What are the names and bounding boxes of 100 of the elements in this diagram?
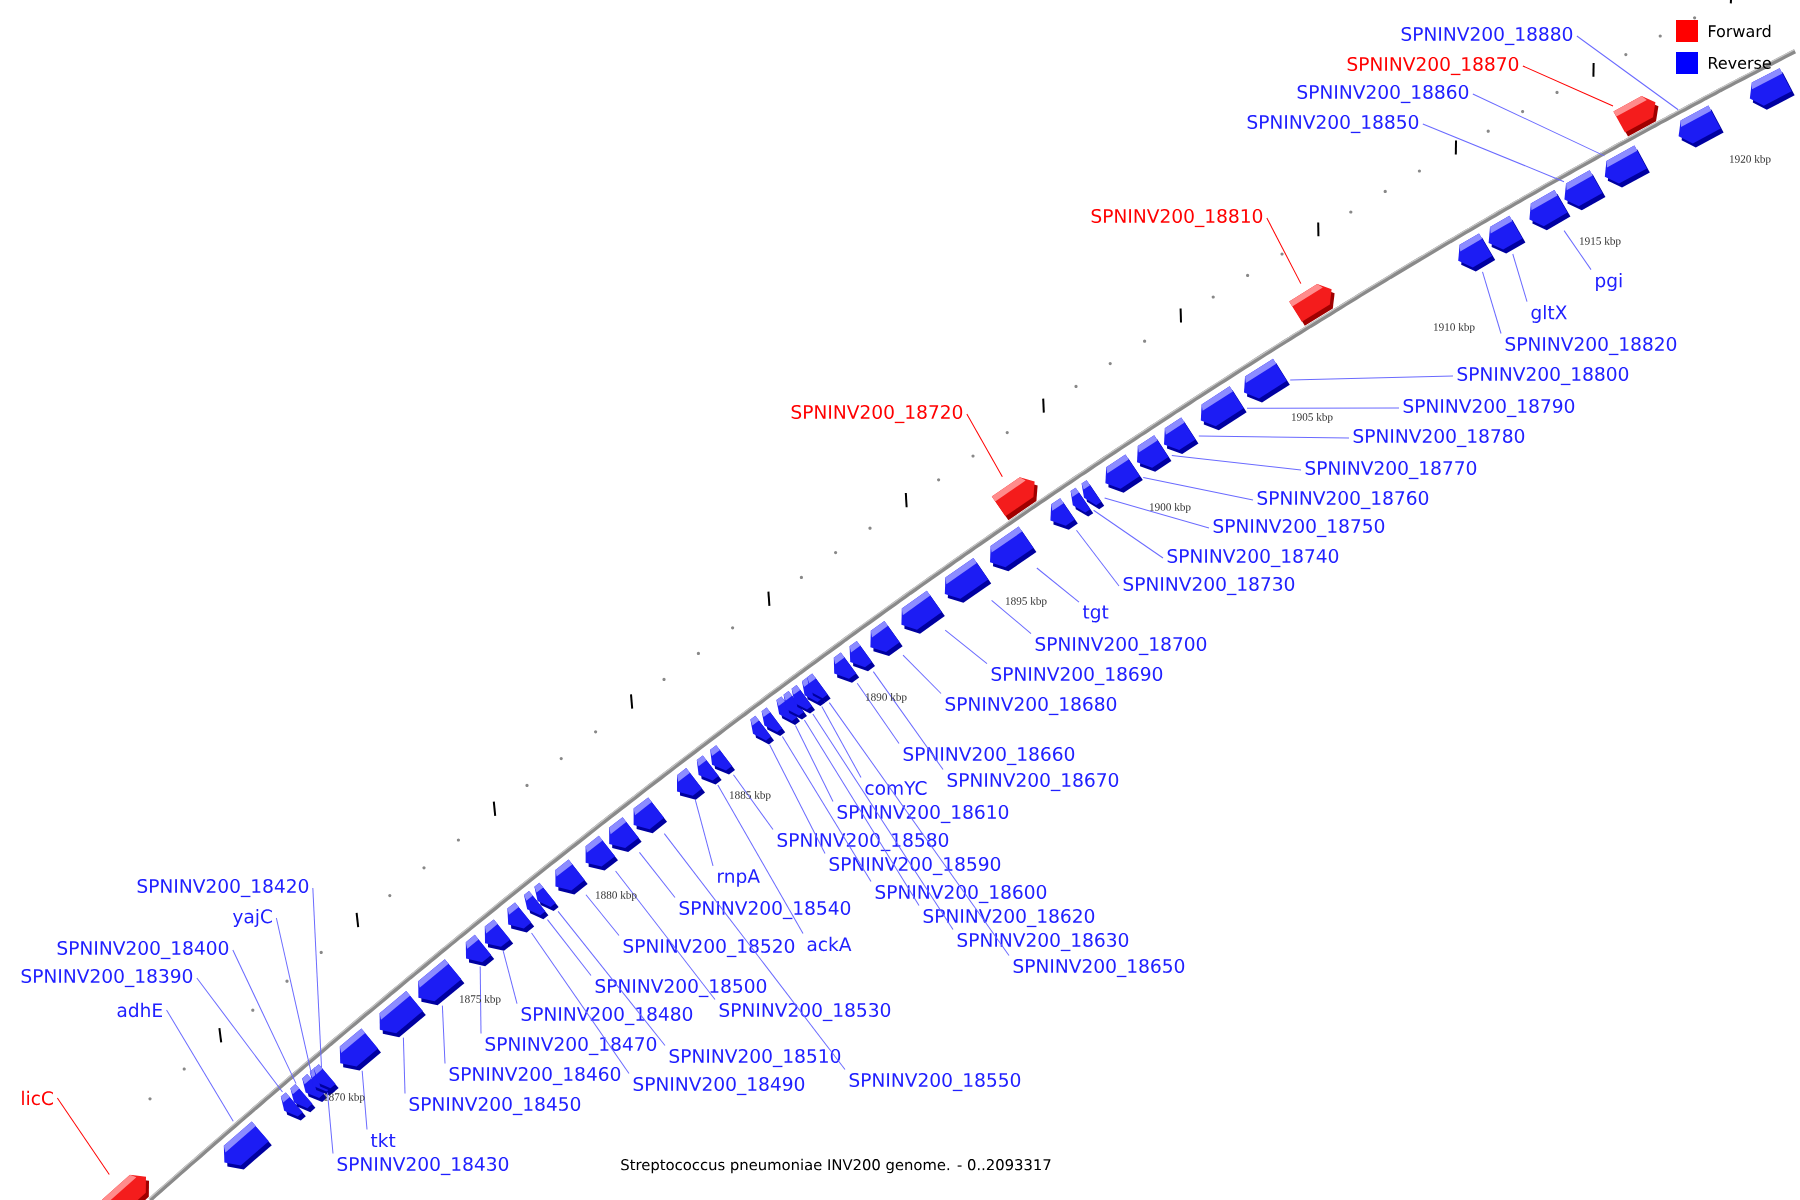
gene-block [901,590,945,634]
leader-line [1576,35,1679,111]
gene-label: SPNINV200_18770 [1305,460,1477,480]
leader-line [991,599,1032,634]
gene-label: SPNINV200_18530 [719,1002,891,1022]
leader-line [803,719,920,906]
gene-label: SPNINV200_18750 [1213,518,1385,538]
gene-label: SPNINV200_18660 [903,746,1075,766]
gene-label: SPNINV200_18390 [21,968,193,988]
leader-line [663,833,846,1070]
gene-label: SPNINV200_18540 [679,900,851,920]
gene-label: adhE [117,1002,162,1018]
leader-line [1289,375,1454,381]
gene-block [944,558,992,603]
gene-label: SPNINV200_18500 [595,978,767,998]
gene-block [1678,105,1724,148]
gene-block [1564,170,1606,211]
leader-line [312,887,322,1068]
gene-label: SPNINV200_18730 [1123,576,1295,596]
gene-block [1749,68,1795,110]
leader-line [902,654,942,694]
gene-block [991,477,1038,521]
gene-label: tgt [1082,605,1109,623]
gene-label: SPNINV200_18700 [1035,636,1207,656]
gene-label: rnpA [718,869,760,887]
gene-block [710,745,735,775]
gene-label: SPNINV200_18450 [409,1096,581,1116]
leader-line [1104,497,1210,529]
leader-line [966,413,1003,478]
leader-line [1142,477,1254,501]
legend-label: Reverse [1709,57,1771,69]
gene-label: SPNINV200_18600 [875,884,1047,904]
gene-label: SPNINV200_18470 [485,1036,657,1056]
leader-line [944,629,988,664]
leader-line [828,702,1010,956]
gene-label: yajC [232,909,272,927]
gene-label: SPNINV200_18620 [923,908,1095,928]
leader-line [441,1005,446,1064]
gene-label: SPNINV200_18780 [1353,428,1525,448]
gene-label: SPNINV200_18520 [623,938,795,958]
leader-line [479,966,482,1034]
gene-block [1488,215,1526,254]
gene-label: SPNINV200_18740 [1167,548,1339,568]
gene-block [1137,435,1172,472]
gene-block [534,882,559,911]
leader-line [1422,123,1565,183]
leader-line [585,894,620,936]
gene-block [1613,96,1659,137]
gene-block [484,919,514,951]
gene-block [1200,386,1247,431]
gene-label: SPNINV200_18860 [1297,84,1469,104]
leader-line [615,870,716,1000]
gene-label: SPNINV200_18670 [947,772,1119,792]
leader-line [1563,230,1592,271]
gene-block [339,1028,381,1071]
gene-block [1244,358,1290,403]
leader-line [812,713,954,930]
leader-line [166,1009,234,1122]
legend-label: Forward [1709,24,1771,38]
leader-line [547,919,592,976]
gene-block [379,991,426,1038]
leader-line [732,774,774,830]
gene-block [990,526,1037,572]
gene-label: gltX [1531,305,1567,323]
leader-line [1036,567,1080,603]
gene-block [1105,454,1143,493]
gene-label: SPNINV200_18630 [957,932,1129,952]
leader-line [717,784,804,934]
gene-label: SPNINV200_18400 [57,940,229,960]
leader-line [1266,217,1302,285]
leader-line [1198,435,1350,439]
gene-label: SPNINV200_18790 [1403,398,1575,418]
leader-line [502,950,518,1004]
leader-line [1171,455,1302,471]
gene-block [1458,233,1496,272]
leader-line [232,949,297,1085]
gene-block [1050,498,1078,530]
gene-label: SPNINV200_18800 [1457,366,1629,386]
gene-block [223,1121,272,1170]
gene-block [1289,284,1335,326]
leader-line [769,744,826,854]
gene-label: SPNINV200_18760 [1257,490,1429,510]
gene-label: tkt [370,1132,396,1148]
gene-label: SPNINV200_18720 [791,404,963,424]
leader-line [1246,407,1400,409]
gene-label: SPNINV200_18690 [991,666,1163,686]
leader-line [794,724,834,802]
gene-block [555,859,588,895]
leader-line [1093,509,1164,559]
gene-label: SPNINV200_18820 [1505,336,1677,356]
leader-line [821,705,862,779]
leader-line [638,851,676,898]
leader-line [1522,65,1614,107]
gene-block [849,641,875,672]
gene-block [102,1174,149,1200]
gene-label: comYC [865,781,927,796]
leader-line [1512,253,1528,303]
leader-line [402,1037,406,1094]
gene-block [1529,190,1571,231]
gene-label: SPNINV200_18810 [1091,208,1263,228]
